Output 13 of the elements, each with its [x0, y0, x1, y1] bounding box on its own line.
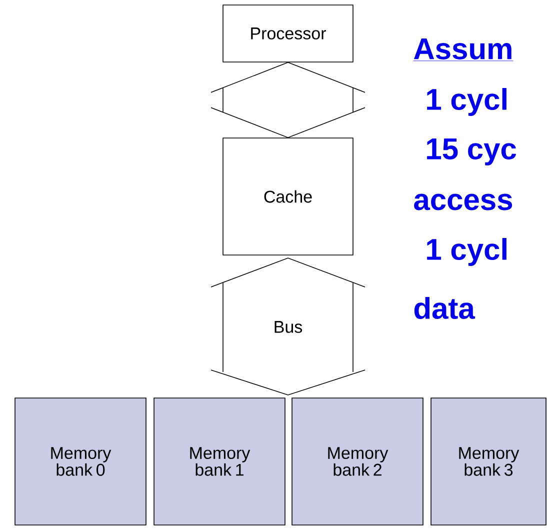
component-box: Memory bank 3 [430, 398, 546, 526]
note-text: 15 cyc [427, 138, 516, 166]
component-box: Processor [222, 4, 354, 62]
note-text: 1 cycl [427, 238, 506, 266]
component-box: Cache [222, 138, 354, 256]
note-text: Assum [413, 38, 514, 62]
note-text: 1 cycl [427, 88, 506, 116]
double-arrow [210, 62, 366, 138]
component-box: Memory bank 0 [14, 398, 146, 526]
component-box: Memory bank 2 [292, 398, 424, 526]
note-text: access [414, 194, 512, 210]
component-box: Memory bank 1 [154, 398, 286, 526]
note-text: data [414, 296, 476, 320]
